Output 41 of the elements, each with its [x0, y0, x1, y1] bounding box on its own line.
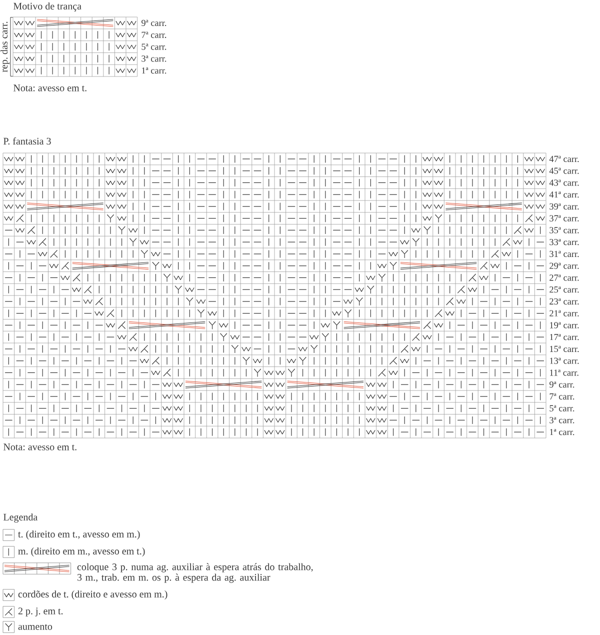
row-label: 41ª carr.	[549, 191, 579, 198]
row-label: 11ª carr.	[550, 370, 578, 376]
row-label: 21ª carr.	[550, 310, 579, 316]
legend-label: aumento	[18, 624, 52, 630]
row-label: 1ª carr.	[142, 67, 166, 74]
row-label: 1ª carr.	[550, 428, 574, 436]
row-label: 7ª carr.	[550, 393, 574, 400]
side-label: rep. das carr.	[0, 22, 10, 72]
row-label: 3ª carr.	[550, 417, 574, 424]
note: Nota: avesso em t.	[3, 444, 76, 450]
legend-label: t. (direito em t., avesso em m.)	[18, 530, 140, 540]
row-label: 47ª carr.	[549, 156, 579, 162]
row-label: 5ª carr.	[550, 405, 574, 412]
row-label: 15ª carr.	[550, 346, 579, 352]
row-label: 5ª carr.	[142, 44, 166, 50]
row-label: 43ª carr.	[549, 180, 579, 186]
row-label: 39ª carr.	[550, 203, 579, 210]
row-label: 17ª carr.	[550, 334, 579, 340]
row-label: 31ª carr.	[550, 250, 579, 258]
row-label: 3ª carr.	[142, 56, 166, 62]
chart-title: Motivo de trança	[13, 2, 82, 12]
legend-label: coloque 3 p. numa ag. auxiliar à espera atrás do trabalho, 3 m., trab. em m. os p. à espera da ag. auxiliar	[77, 563, 313, 583]
row-label: 23ª carr.	[550, 298, 579, 305]
note: Nota: avesso em t.	[13, 84, 86, 92]
row-label: 19ª carr.	[550, 322, 579, 328]
row-label: 35ª carr.	[550, 227, 579, 234]
row-label: 7ª carr.	[142, 32, 166, 38]
row-label: 13ª carr.	[550, 358, 579, 364]
row-label: 25ª carr.	[550, 286, 579, 293]
row-label: 45ª carr.	[549, 168, 579, 174]
row-label: 37ª carr.	[550, 215, 579, 222]
row-label: 9ª carr.	[550, 381, 574, 388]
chart-title: P. fantasia 3	[3, 137, 51, 145]
legend-label: m. (direito em m., avesso em t.)	[18, 547, 145, 557]
row-label: 27ª carr.	[550, 274, 579, 281]
legend-label: cordões de t. (direito e avesso em m.)	[18, 590, 168, 600]
row-label: 33ª carr.	[550, 238, 579, 246]
legend-title: Legenda	[3, 513, 38, 523]
legend-label: 2 p. j. em t.	[18, 608, 63, 616]
row-label: 9ª carr.	[142, 20, 166, 26]
row-label: 29ª carr.	[550, 262, 579, 269]
